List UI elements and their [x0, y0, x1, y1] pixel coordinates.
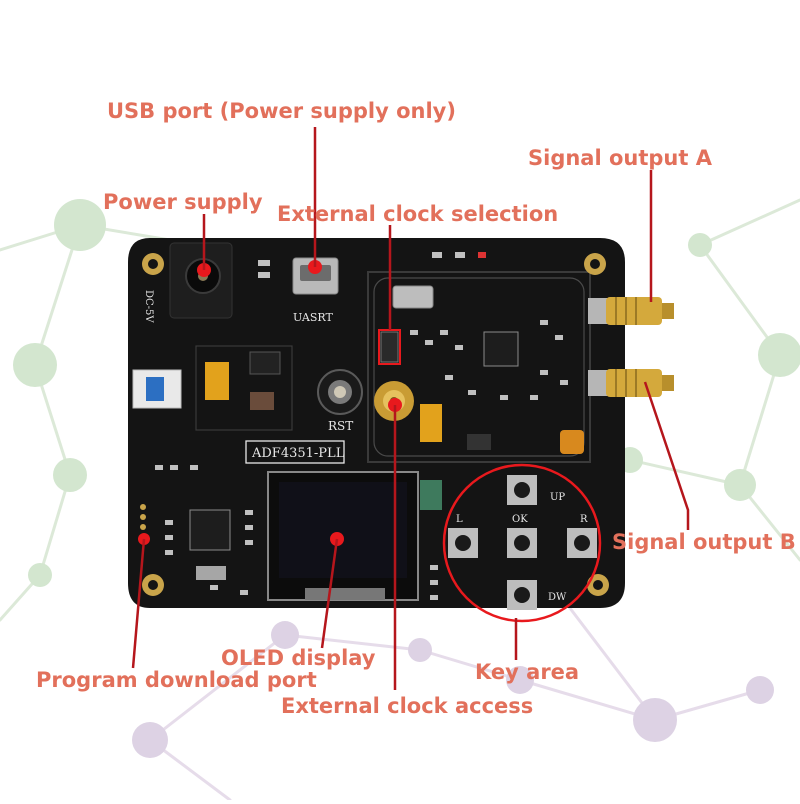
mounting-holes	[142, 253, 609, 596]
pcb-board: DC-5V UASRT RST ADF4351-PLL	[128, 238, 674, 610]
background-network	[0, 198, 800, 802]
key-ok-label: OK	[512, 514, 528, 525]
crystal-oscillator	[392, 285, 434, 309]
smd-components	[155, 252, 568, 600]
key-buttons	[448, 475, 597, 610]
key-right-label: R	[580, 514, 588, 525]
clock-jumper	[380, 331, 399, 363]
mcu-chip	[189, 509, 231, 551]
key-left-label: L	[456, 514, 463, 525]
key-down-label: DW	[548, 592, 567, 603]
reset-button	[317, 369, 363, 415]
sma-connector-b	[588, 369, 674, 397]
power-silk-label: DC-5V	[143, 290, 154, 323]
wifi-logo	[560, 430, 584, 454]
callout-key-area: Key area	[475, 660, 580, 684]
callout-usb-port: USB port (Power supply only)	[107, 99, 456, 123]
model-label-box	[245, 440, 345, 464]
callout-signal-output-a: Signal output A	[528, 146, 712, 170]
callout-signal-output-b: Signal output B	[612, 530, 796, 554]
dc-power-jack	[169, 242, 233, 319]
power-switch	[132, 369, 182, 409]
callout-program-download-port: Program download port	[36, 668, 317, 692]
key-area-circle	[442, 463, 602, 623]
leader-lines	[131, 127, 690, 690]
model-silk-label: ADF4351-PLL	[251, 446, 345, 461]
callout-oled-display: OLED display	[221, 646, 376, 670]
adf4351-chip	[483, 331, 519, 367]
callout-power-supply: Power supply	[103, 190, 263, 214]
sma-connector-a	[588, 297, 674, 325]
reset-silk-label: RST	[328, 419, 353, 433]
callout-external-clock-access: External clock access	[281, 694, 534, 718]
key-up-label: UP	[550, 492, 565, 503]
usb-silk-label: UASRT	[293, 311, 334, 324]
oled-screen	[267, 471, 442, 601]
callout-external-clock-selection: External clock selection	[277, 202, 559, 226]
